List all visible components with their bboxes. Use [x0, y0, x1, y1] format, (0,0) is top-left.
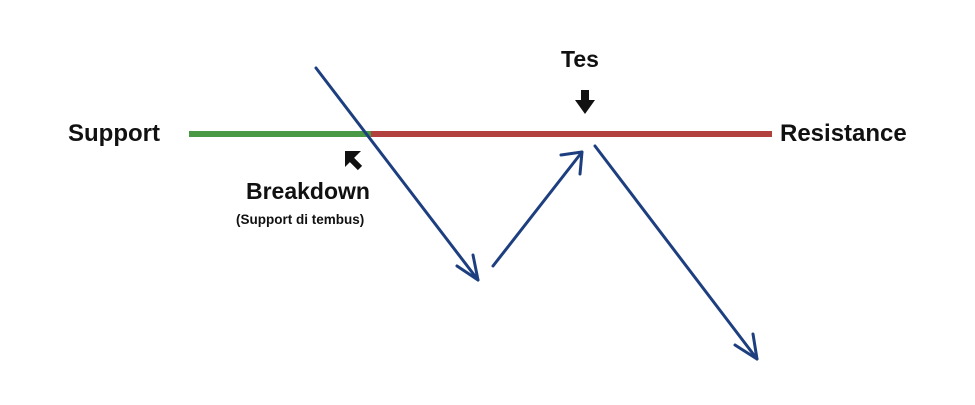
breakdown-note: (Support di tembus): [236, 212, 365, 227]
test-label: Tes: [561, 46, 599, 72]
price-drop-arrow: [314, 66, 480, 282]
support-label: Support: [68, 120, 160, 147]
arrow-down-icon: [575, 90, 595, 114]
arrow-up-left-icon: [345, 151, 363, 171]
resistance-label: Resistance: [780, 120, 907, 147]
price-path: [314, 66, 759, 361]
price-continuation-arrow: [593, 144, 759, 361]
breakdown-label: Breakdown: [246, 178, 370, 204]
price-pullback-arrow: [491, 150, 584, 268]
